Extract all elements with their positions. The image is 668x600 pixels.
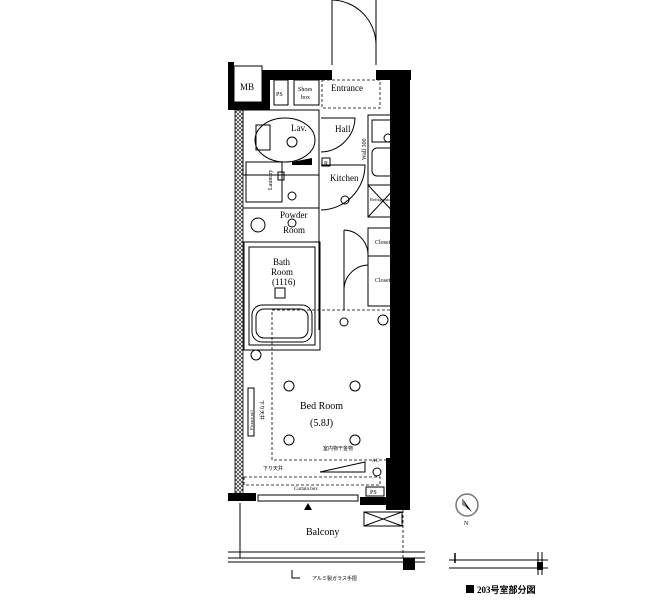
laundry	[245, 161, 283, 203]
right-wall	[390, 70, 410, 510]
refrigerator-label: Refrigerator	[370, 197, 392, 202]
lowered-ceiling-label-1: 下り天井	[258, 400, 265, 420]
hall-label: Hall	[335, 124, 351, 134]
ps-top-label: PS	[276, 92, 283, 98]
sliding-window[interactable]	[257, 494, 359, 502]
lav-label: Lav.	[291, 123, 307, 133]
bedroom-size-label: (5.8J)	[310, 418, 333, 429]
balcony-label: Balcony	[306, 527, 339, 538]
bath-size-label: (1116)	[272, 277, 295, 287]
powder-room-label-2: Room	[283, 225, 305, 235]
refrigerator-space	[367, 184, 399, 218]
wall	[262, 70, 270, 110]
ps-bottom-box	[365, 486, 385, 497]
bathroom	[243, 241, 321, 351]
picture-rail-label: Picture rail	[249, 409, 254, 430]
bath-label-2: Room	[271, 267, 293, 277]
drying-hardware-label: 室内物干金物	[323, 445, 353, 452]
laundry-label: Laundry	[268, 170, 274, 190]
r-mark: R	[324, 161, 328, 167]
shoes-box-label-2: box	[301, 95, 310, 101]
compass-icon	[455, 493, 479, 517]
entrance-door	[331, 0, 377, 65]
bathtub	[251, 304, 313, 343]
closet-2	[367, 255, 399, 307]
bath-label: Bath	[273, 257, 290, 267]
ac-label: AC	[372, 459, 380, 464]
entrance-label: Entrance	[331, 83, 363, 93]
closet-2-label: Closet	[375, 278, 391, 284]
shoes-box-label: Shoes	[298, 87, 313, 93]
wall	[262, 70, 332, 80]
north-label: N	[464, 521, 469, 527]
mb-label: MB	[240, 82, 254, 92]
kitchen-label: Kitchen	[330, 173, 359, 183]
wall	[228, 62, 234, 102]
bedroom-label: Bed Room	[300, 401, 343, 412]
wall	[228, 102, 268, 110]
closet-1-label: Closet	[375, 240, 391, 246]
plan-caption: 203号室部分図	[477, 584, 536, 595]
powder-room-label: Powder	[280, 210, 308, 220]
ps-bottom-label: PS	[370, 490, 377, 496]
bedroom-outline	[271, 309, 393, 461]
key-plan	[449, 552, 548, 575]
railing-label: アルミ製ガラス手摺	[312, 575, 357, 582]
lowered-ceiling-label-2: 下り天井	[263, 465, 283, 472]
lavatory	[242, 109, 320, 176]
curtain-box-label: Curtain box	[294, 487, 318, 492]
ceiling-lights	[250, 314, 389, 446]
wall-note: Wall 300	[362, 138, 368, 160]
